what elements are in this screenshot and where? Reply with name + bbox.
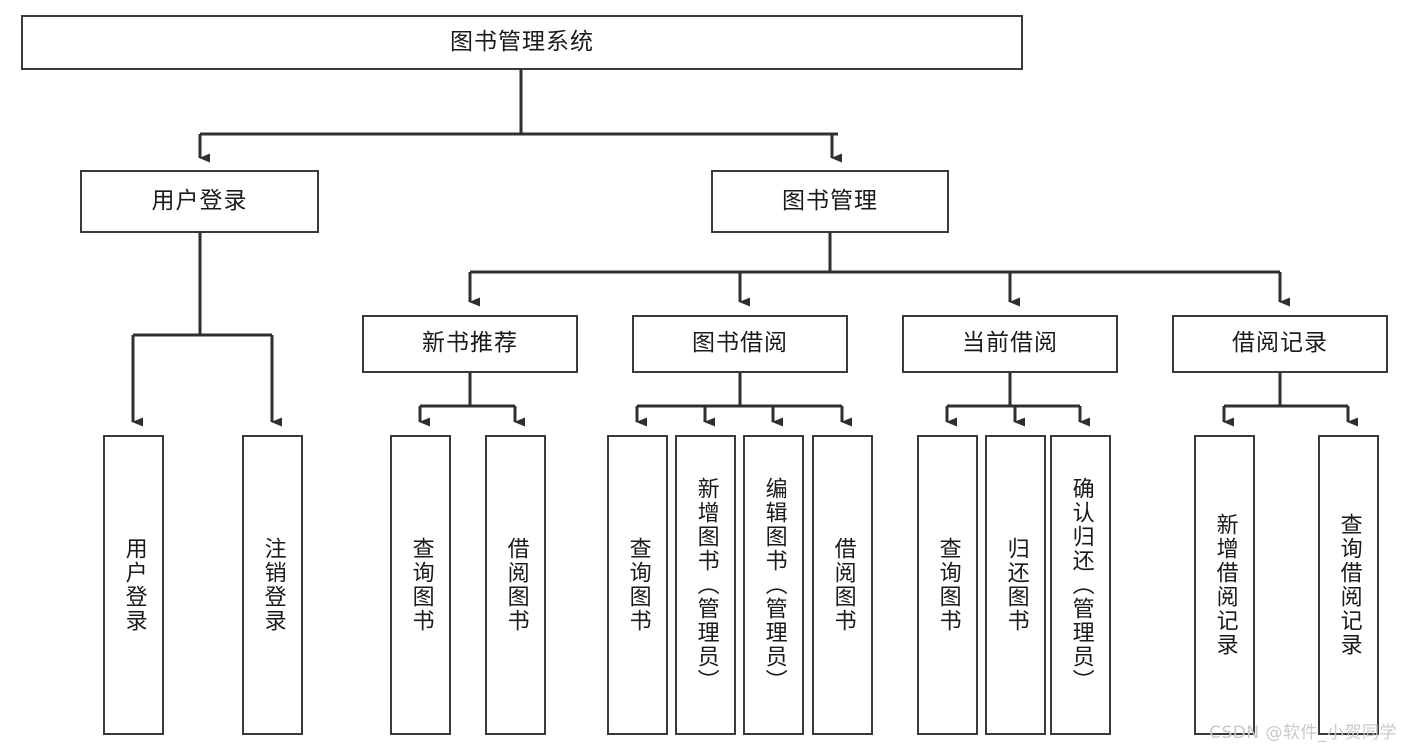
- node-label: 新增借阅记录: [1212, 513, 1238, 657]
- node-label: 编辑图书（管理员）: [761, 477, 787, 693]
- leaf-current-query-book[interactable]: 查询图书: [917, 435, 978, 735]
- node-root-system[interactable]: 图书管理系统: [21, 15, 1023, 70]
- node-label: 当前借阅: [962, 330, 1058, 357]
- node-label: 借阅图书: [830, 537, 856, 633]
- node-new-book-recommend[interactable]: 新书推荐: [362, 315, 578, 373]
- node-label: 查询图书: [408, 537, 434, 633]
- leaf-borrow-edit-book[interactable]: 编辑图书（管理员）: [743, 435, 804, 735]
- leaf-borrow-borrow-book[interactable]: 借阅图书: [812, 435, 873, 735]
- leaf-user-logout[interactable]: 注销登录: [242, 435, 303, 735]
- leaf-recommend-query-book[interactable]: 查询图书: [390, 435, 451, 735]
- node-label: 用户登录: [121, 537, 147, 633]
- node-user-login[interactable]: 用户登录: [80, 170, 319, 233]
- node-label: 确认归还（管理员）: [1068, 477, 1094, 693]
- node-label: 新增图书（管理员）: [693, 477, 719, 693]
- leaf-borrow-query-book[interactable]: 查询图书: [607, 435, 668, 735]
- node-label: 注销登录: [260, 537, 286, 633]
- leaf-recommend-borrow-book[interactable]: 借阅图书: [485, 435, 546, 735]
- node-book-management[interactable]: 图书管理: [711, 170, 949, 233]
- node-label: 图书管理系统: [450, 28, 594, 55]
- node-label: 用户登录: [151, 187, 248, 214]
- node-label: 新书推荐: [422, 330, 518, 357]
- leaf-current-return-book[interactable]: 归还图书: [985, 435, 1046, 735]
- node-label: 图书管理: [782, 187, 878, 214]
- node-label: 图书借阅: [692, 330, 788, 357]
- leaf-user-login[interactable]: 用户登录: [103, 435, 164, 735]
- node-label: 查询图书: [625, 537, 651, 633]
- leaf-record-query[interactable]: 查询借阅记录: [1318, 435, 1379, 735]
- node-label: 归还图书: [1003, 537, 1029, 633]
- leaf-borrow-add-book[interactable]: 新增图书（管理员）: [675, 435, 736, 735]
- node-label: 查询借阅记录: [1336, 513, 1362, 657]
- leaf-record-add[interactable]: 新增借阅记录: [1194, 435, 1255, 735]
- node-label: 借阅图书: [503, 537, 529, 633]
- node-book-borrow[interactable]: 图书借阅: [632, 315, 848, 373]
- leaf-current-confirm-return[interactable]: 确认归还（管理员）: [1050, 435, 1111, 735]
- node-label: 借阅记录: [1232, 330, 1328, 357]
- node-borrow-record[interactable]: 借阅记录: [1172, 315, 1388, 373]
- node-current-borrow[interactable]: 当前借阅: [902, 315, 1118, 373]
- watermark: CSDN @软件_小贺同学: [1209, 723, 1397, 743]
- node-label: 查询图书: [935, 537, 961, 633]
